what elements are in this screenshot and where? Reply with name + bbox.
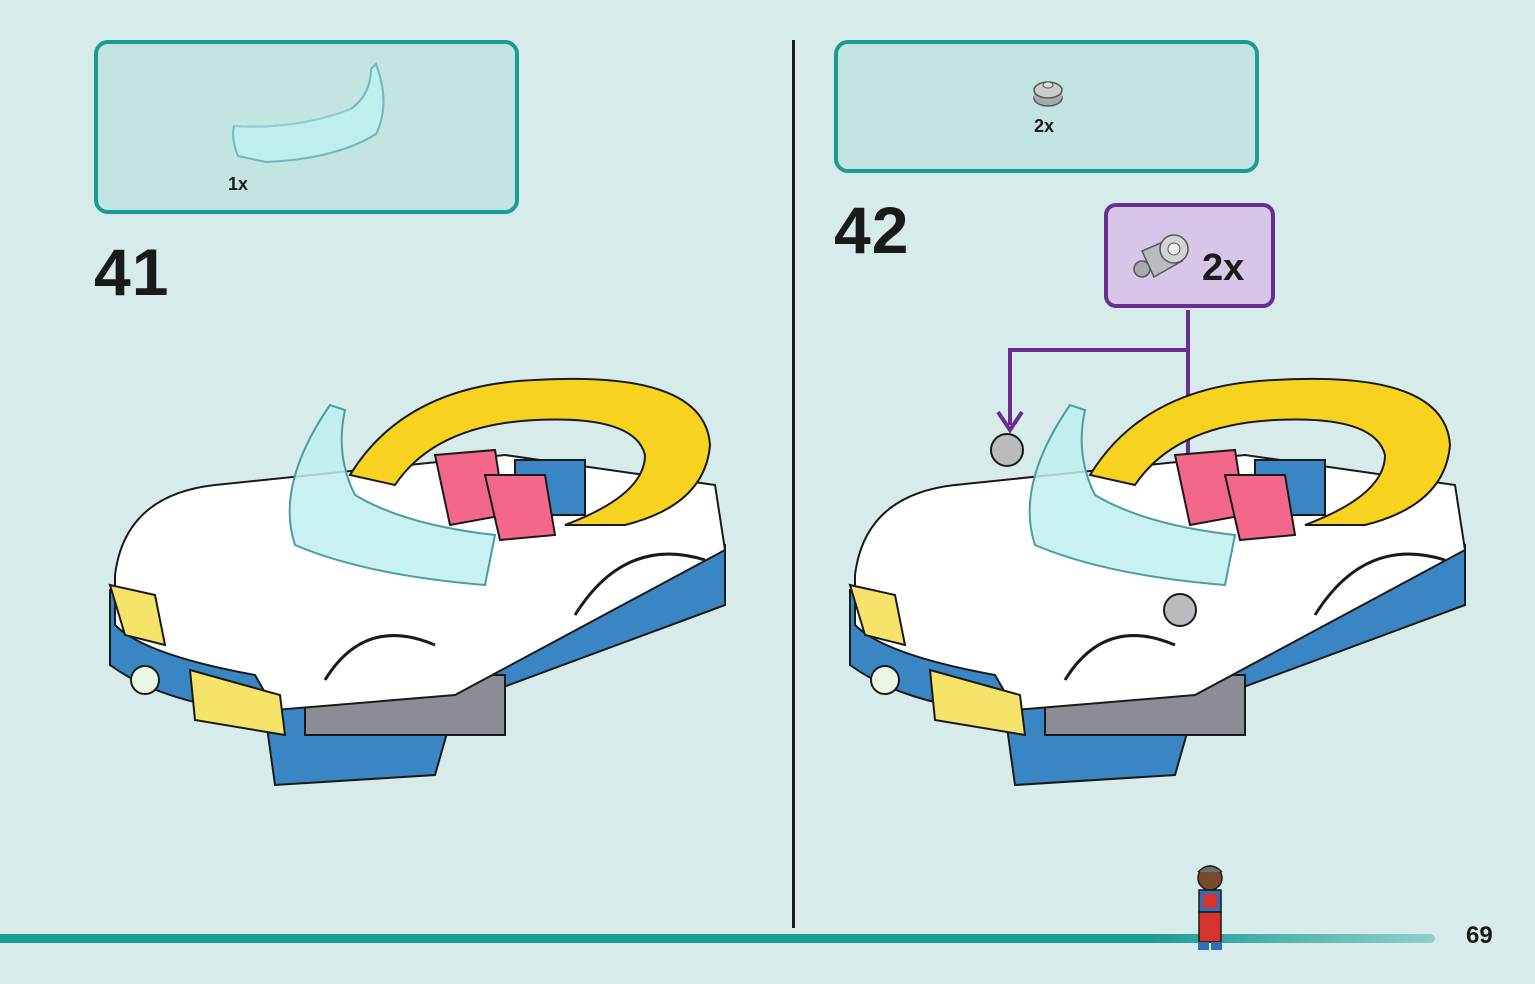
step42-part-qty: 2x — [1034, 116, 1055, 136]
minifigure-icon — [1197, 865, 1223, 950]
grey-round-piece-icon — [1133, 234, 1189, 279]
step42-number: 42 — [834, 193, 910, 267]
step41-part-qty: 1x — [228, 174, 249, 194]
step42-car-illustration — [848, 377, 1467, 787]
grey-round-part-icon — [1033, 81, 1063, 107]
step42-parts-box: 2x — [834, 40, 1259, 173]
step-divider — [792, 40, 795, 928]
car-model — [848, 377, 1467, 787]
progress-bar — [0, 934, 1435, 943]
step41-number: 41 — [94, 235, 170, 309]
step41-parts-box: 1x — [94, 40, 519, 214]
step41-car-illustration — [108, 377, 727, 787]
subassembly-qty: 2x — [1202, 247, 1245, 289]
step42-subassembly-callout: 2x — [1104, 203, 1275, 308]
windscreen-part-icon — [232, 62, 385, 164]
page-number: 69 — [1466, 922, 1493, 949]
car-model — [108, 377, 727, 787]
